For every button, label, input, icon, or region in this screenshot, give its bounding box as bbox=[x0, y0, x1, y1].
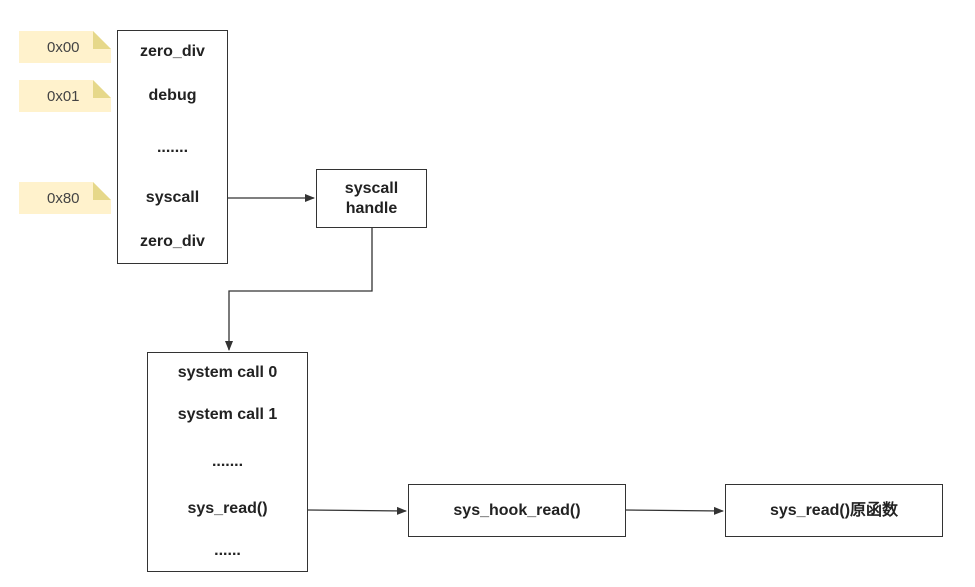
sct-row-sys-read: sys_read() bbox=[187, 500, 268, 517]
arrow-read-to-hook bbox=[307, 506, 407, 515]
note-0x80: 0x80 bbox=[47, 189, 80, 207]
note-0x80-shape bbox=[19, 182, 111, 214]
arrow-handle-to-table bbox=[225, 228, 373, 351]
arrow-hook-to-original bbox=[624, 506, 724, 515]
idt-row-zero-div: zero_div bbox=[140, 42, 205, 60]
idt-row-ellipsis: ....... bbox=[156, 138, 189, 156]
sct-row-ellipsis: ....... bbox=[211, 453, 244, 470]
note-0x01: 0x01 bbox=[47, 87, 80, 105]
idt-row-debug: debug bbox=[148, 87, 197, 104]
sct-row-system-call-0: system call 0 bbox=[177, 364, 278, 381]
sct-row-ellipsis-2: ...... bbox=[214, 541, 241, 559]
sys-hook-read-box: sys_hook_read() bbox=[408, 484, 626, 537]
note-0x00-shape bbox=[19, 31, 111, 63]
idt-row-zero-div-2: zero_div bbox=[140, 233, 205, 250]
syscall-table bbox=[147, 352, 308, 572]
sct-row-system-call-1: system call 1 bbox=[177, 405, 278, 423]
note-0x00: 0x00 bbox=[47, 38, 80, 56]
sys-read-original-box: sys_read()原函数 bbox=[725, 484, 943, 537]
idt-table bbox=[117, 30, 228, 264]
syscall-handle-box: syscall handle bbox=[316, 169, 427, 228]
idt-row-syscall: syscall bbox=[145, 189, 200, 206]
note-0x01-shape bbox=[19, 80, 111, 112]
